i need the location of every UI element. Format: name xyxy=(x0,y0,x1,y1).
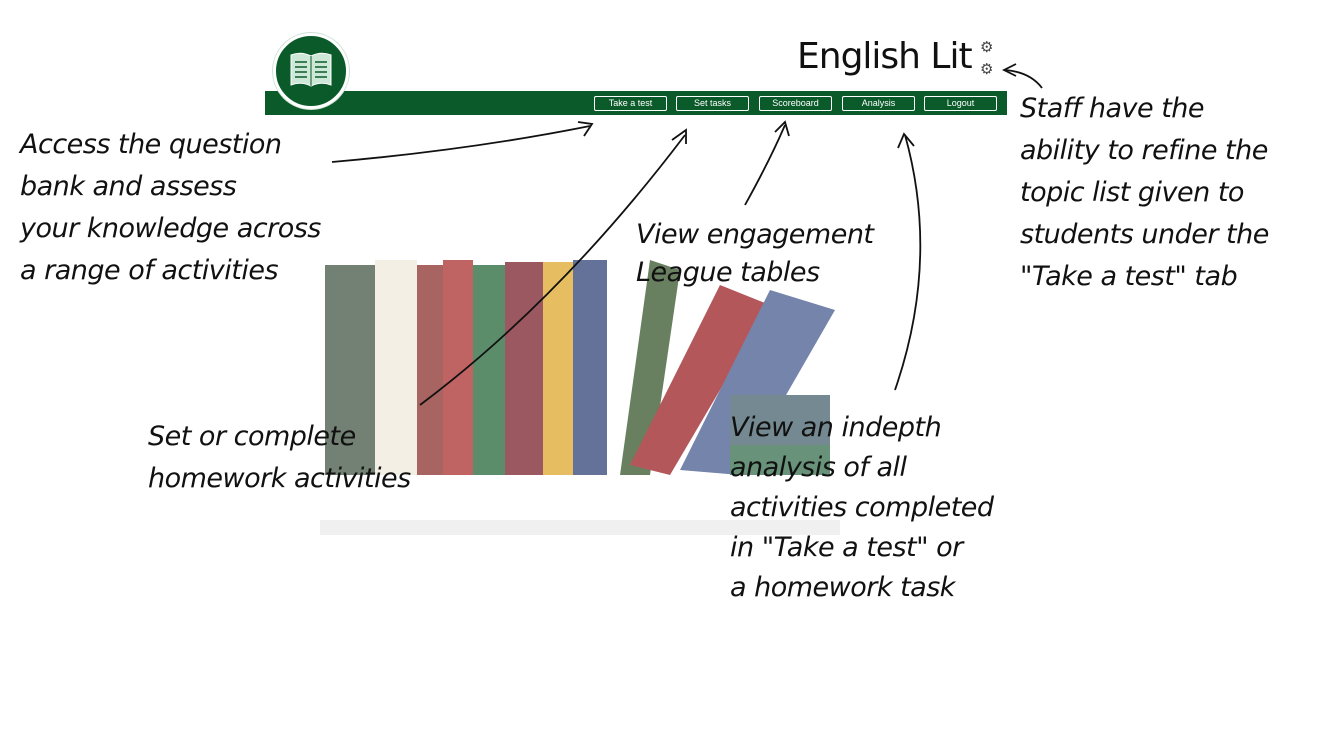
books-hero-image xyxy=(320,250,840,535)
user-settings-icon[interactable]: ⚙ xyxy=(980,39,994,56)
annotation-set-tasks: Set or complete homework activities xyxy=(148,421,411,494)
nav-scoreboard[interactable]: Scoreboard xyxy=(759,96,832,111)
app-logo[interactable] xyxy=(273,33,349,109)
annotation-analysis: View an indepth analysis of all activiti… xyxy=(730,412,994,603)
nav-take-a-test[interactable]: Take a test xyxy=(594,96,667,111)
annotation-take-a-test: Access the question bank and assess your… xyxy=(20,129,321,286)
open-book-icon xyxy=(290,52,332,87)
nav-analysis[interactable]: Analysis xyxy=(842,96,915,111)
nav-logout[interactable]: Logout xyxy=(924,96,997,111)
nav-set-tasks[interactable]: Set tasks xyxy=(676,96,749,111)
main-navbar xyxy=(265,91,1007,115)
annotation-staff-settings: Staff have the ability to refine the top… xyxy=(1020,93,1269,292)
annotation-scoreboard: View engagement League tables xyxy=(636,219,874,288)
topic-settings-icon[interactable]: ⚙ xyxy=(980,61,994,78)
page-title: English Lit xyxy=(797,36,973,77)
